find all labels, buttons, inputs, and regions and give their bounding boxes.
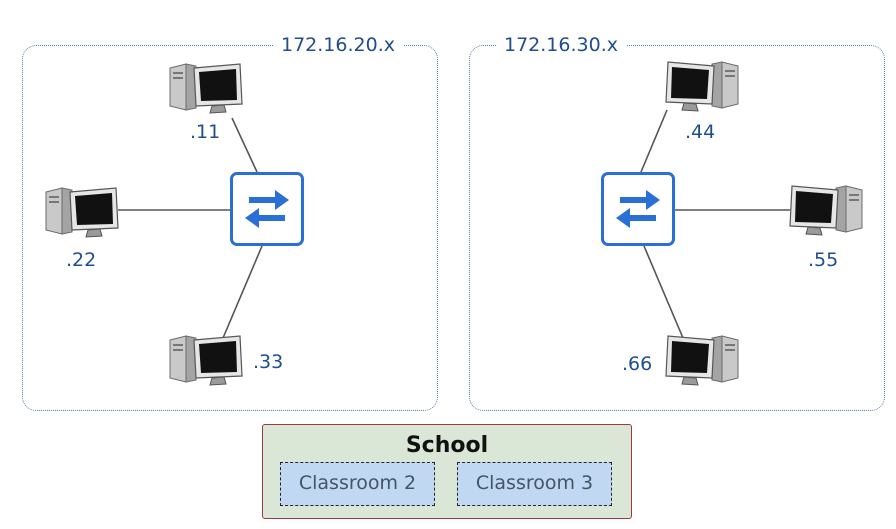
link-66 bbox=[643, 245, 684, 339]
host-ip-label: .55 bbox=[808, 249, 839, 271]
desktop-computer-icon[interactable] bbox=[662, 330, 742, 388]
host-ip-label: .22 bbox=[66, 249, 97, 271]
network-switch-icon[interactable] bbox=[601, 172, 675, 246]
desktop-computer-icon[interactable] bbox=[786, 180, 866, 238]
network-zone-20: 172.16.20.x bbox=[22, 34, 438, 411]
host-ip-label: .44 bbox=[685, 121, 716, 143]
school-title: School bbox=[405, 433, 489, 458]
desktop-computer-icon[interactable] bbox=[166, 330, 246, 388]
network-label: 172.16.30.x bbox=[496, 34, 626, 56]
desktop-computer-icon[interactable] bbox=[662, 56, 742, 114]
desktop-computer-icon[interactable] bbox=[42, 182, 122, 240]
link-33 bbox=[222, 245, 263, 339]
classroom-2[interactable]: Classroom 2 bbox=[280, 462, 435, 506]
link-44 bbox=[640, 109, 668, 173]
network-zone-30: 172.16.30.x bbox=[469, 34, 885, 411]
network-switch-icon[interactable] bbox=[230, 172, 304, 246]
host-ip-label: .33 bbox=[253, 351, 284, 373]
host-ip-label: .11 bbox=[190, 121, 221, 143]
network-label: 172.16.20.x bbox=[273, 34, 403, 56]
desktop-computer-icon[interactable] bbox=[166, 58, 246, 116]
school-container: School Classroom 2 Classroom 3 bbox=[262, 424, 632, 519]
link-11 bbox=[231, 117, 258, 173]
host-ip-label: .66 bbox=[622, 353, 653, 375]
classroom-3[interactable]: Classroom 3 bbox=[457, 462, 612, 506]
